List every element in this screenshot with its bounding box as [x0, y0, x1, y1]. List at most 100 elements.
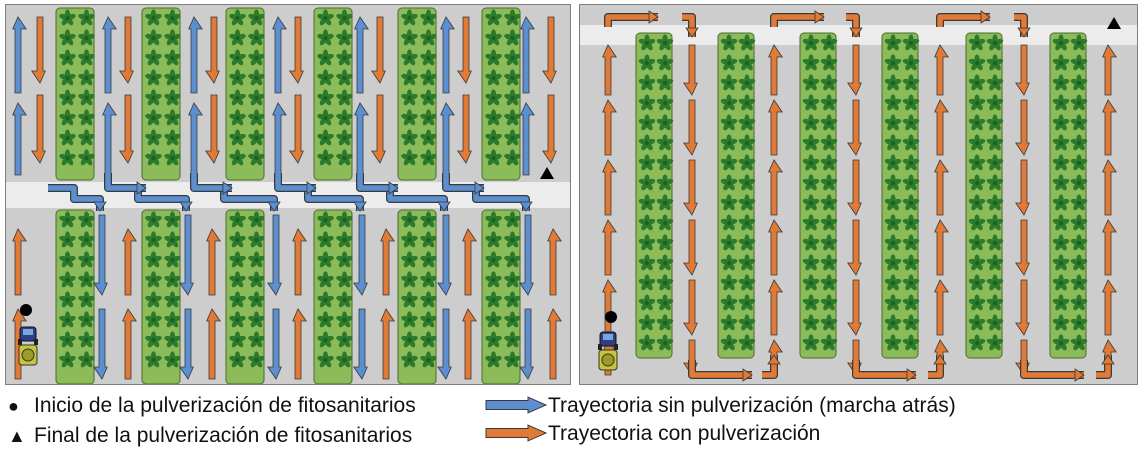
end-marker-icon — [1107, 17, 1121, 29]
legend-start-label: Inicio de la pulverización de fitosanita… — [34, 394, 416, 417]
arrow-lane-up — [602, 279, 617, 336]
arrow-bottom-up — [292, 308, 307, 380]
arrow-lane-up — [602, 44, 617, 96]
arrow-lane-up — [934, 159, 949, 216]
arrow-lane-down — [847, 219, 862, 276]
legend-spray-label: Trayectoria con pulverización — [548, 422, 821, 445]
crop-row-top-3 — [225, 7, 265, 181]
arrow-top-down — [542, 16, 557, 84]
crop-row-2 — [717, 32, 756, 359]
arrow-lane-up — [934, 279, 949, 336]
arrow-bottom-up — [462, 308, 477, 380]
tractor-icon — [18, 326, 38, 366]
arrow-top-down — [119, 16, 134, 84]
legend-no-spray-label: Trayectoria sin pulverización (marcha at… — [548, 394, 956, 417]
end-marker-icon — [540, 167, 554, 179]
right-layout-diagram — [579, 4, 1138, 385]
arrow-lane-up — [768, 44, 783, 96]
crop-row-1 — [635, 32, 674, 359]
arrow-top-turn-3 — [936, 10, 991, 27]
left-diagram-canvas — [6, 7, 570, 384]
arrow-headland-turn-2 — [104, 173, 147, 195]
arrow-bottom-turn-up-1 — [762, 354, 781, 379]
arrow-headland-1 — [48, 184, 107, 212]
crop-row-top-1 — [55, 7, 95, 181]
arrow-bottom-turn-1 — [688, 360, 753, 382]
arrow-top-up — [354, 16, 369, 94]
legend-start: ● Inicio de la pulverización de fitosanit… — [8, 394, 416, 418]
start-marker-icon — [605, 311, 617, 323]
arrow-top-up — [272, 16, 287, 94]
arrow-headland-turn-4 — [274, 173, 317, 195]
arrow-top-up — [12, 102, 27, 176]
arrow-bottom-down — [519, 214, 534, 296]
arrow-bottom-up — [122, 308, 137, 380]
arrow-lane-down — [1015, 219, 1030, 276]
arrow-top-down — [457, 16, 472, 84]
arrow-lane-down — [847, 159, 862, 216]
arrow-top-up — [520, 102, 535, 176]
arrow-bottom-up — [547, 308, 562, 380]
arrow-lane-up — [934, 44, 949, 96]
crop-row-bottom-2 — [141, 209, 181, 384]
arrow-lane-down — [683, 44, 698, 96]
arrow-top-down — [457, 94, 472, 164]
arrow-lane-up — [934, 99, 949, 156]
legend-no-spray: Trayectoria sin pulverización (marcha at… — [548, 394, 956, 418]
arrow-top-down — [542, 94, 557, 164]
arrow-top-down — [371, 94, 386, 164]
arrow-lane-up — [768, 219, 783, 276]
arrow-top-up — [440, 16, 455, 94]
arrow-bottom-down — [179, 308, 194, 380]
start-marker-icon — [20, 304, 32, 316]
arrow-bottom-up — [206, 308, 221, 380]
arrow-headland-turn-6 — [442, 173, 485, 195]
arrow-lane-down — [683, 219, 698, 276]
arrow-bottom-turn-up-3 — [1096, 354, 1115, 379]
arrow-top-turn-down-3 — [1014, 13, 1031, 38]
arrow-bottom-up — [380, 308, 395, 380]
arrow-bottom-down — [437, 214, 452, 296]
crop-row-top-2 — [141, 7, 181, 181]
arrow-lane-down — [1015, 44, 1030, 96]
arrow-bottom-up — [547, 228, 562, 296]
arrow-lane-up — [602, 159, 617, 216]
arrow-bottom-down — [353, 308, 368, 380]
crop-row-top-6 — [481, 7, 521, 181]
arrow-top-up — [102, 102, 117, 176]
start-marker-icon: ● — [8, 396, 19, 416]
arrow-lane-down — [1015, 159, 1030, 216]
arrow-bottom-turn-3 — [1020, 360, 1085, 382]
arrow-lane-up — [768, 99, 783, 156]
arrow-top-turn-2 — [770, 10, 825, 27]
arrow-top-down — [205, 16, 220, 84]
arrow-bottom-down — [267, 308, 282, 380]
arrow-bottom-down — [437, 308, 452, 380]
tractor-icon — [598, 331, 618, 371]
arrow-bottom-turn-up-2 — [928, 354, 947, 379]
arrow-lane-up — [1102, 99, 1117, 156]
arrow-lane-down — [1015, 279, 1030, 336]
legend-spray-arrow-icon — [485, 424, 548, 442]
arrow-lane-down — [683, 279, 698, 336]
arrow-bottom-turn-2 — [852, 360, 917, 382]
arrow-top-down — [31, 16, 46, 84]
arrow-top-up — [272, 102, 287, 176]
arrow-lane-up — [768, 279, 783, 336]
arrow-lane-up — [1102, 44, 1117, 96]
legend-spray: Trayectoria con pulverización — [548, 422, 820, 446]
arrow-top-down — [371, 16, 386, 84]
arrow-bottom-down — [519, 308, 534, 380]
arrow-lane-down — [847, 44, 862, 96]
arrow-lane-up — [934, 219, 949, 276]
arrow-lane-up — [602, 219, 617, 276]
arrow-lane-down — [847, 99, 862, 156]
arrow-top-turn-1 — [604, 10, 659, 27]
arrow-top-down — [119, 94, 134, 164]
crop-row-top-5 — [397, 7, 437, 181]
legend-end-label: Final de la pulverización de fitosanitar… — [34, 424, 413, 447]
arrow-top-down — [289, 94, 304, 164]
crop-row-3 — [799, 32, 838, 359]
arrow-top-up — [520, 16, 535, 94]
crop-row-4 — [881, 32, 920, 359]
